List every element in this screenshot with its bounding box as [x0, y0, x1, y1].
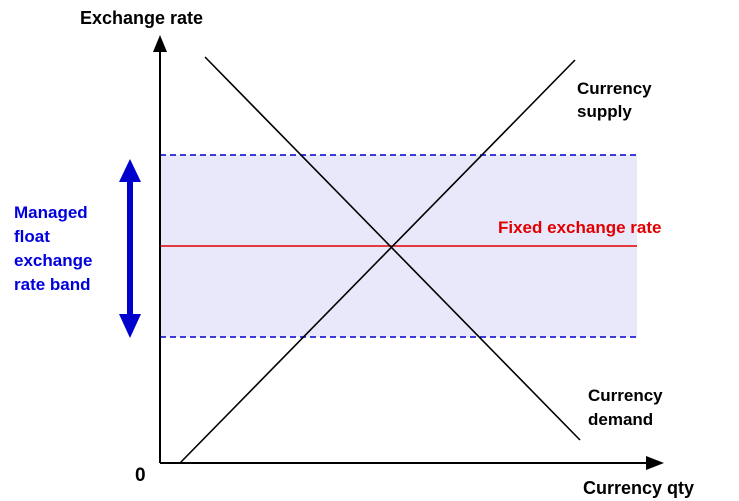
currency-demand-label-line-2: demand [588, 410, 653, 429]
currency-demand-label-line-1: Currency [588, 386, 663, 405]
origin-label: 0 [135, 465, 146, 486]
currency-supply-label-line-2: supply [577, 102, 632, 121]
band-label-line-3: exchange [14, 251, 92, 270]
band-label-line-1: Managed [14, 203, 88, 222]
fixed-exchange-rate-label: Fixed exchange rate [498, 218, 661, 237]
band-arrow-down-head [119, 314, 141, 338]
managed-float-band-label: Managed float exchange rate band [14, 203, 97, 294]
band-label-line-2: float [14, 227, 50, 246]
band-arrow-up-head [119, 159, 141, 182]
currency-supply-curve [179, 59, 576, 464]
x-axis-arrowhead [646, 456, 664, 470]
currency-demand-curve [204, 56, 581, 441]
currency-demand-label: Currency demand [588, 386, 667, 429]
currency-supply-label-line-1: Currency [577, 79, 652, 98]
y-axis-label: Exchange rate [80, 8, 203, 28]
band-label-line-4: rate band [14, 275, 91, 294]
x-axis-label: Currency qty [583, 478, 694, 498]
currency-supply-label: Currency supply [577, 79, 656, 121]
y-axis-arrowhead [153, 35, 167, 52]
